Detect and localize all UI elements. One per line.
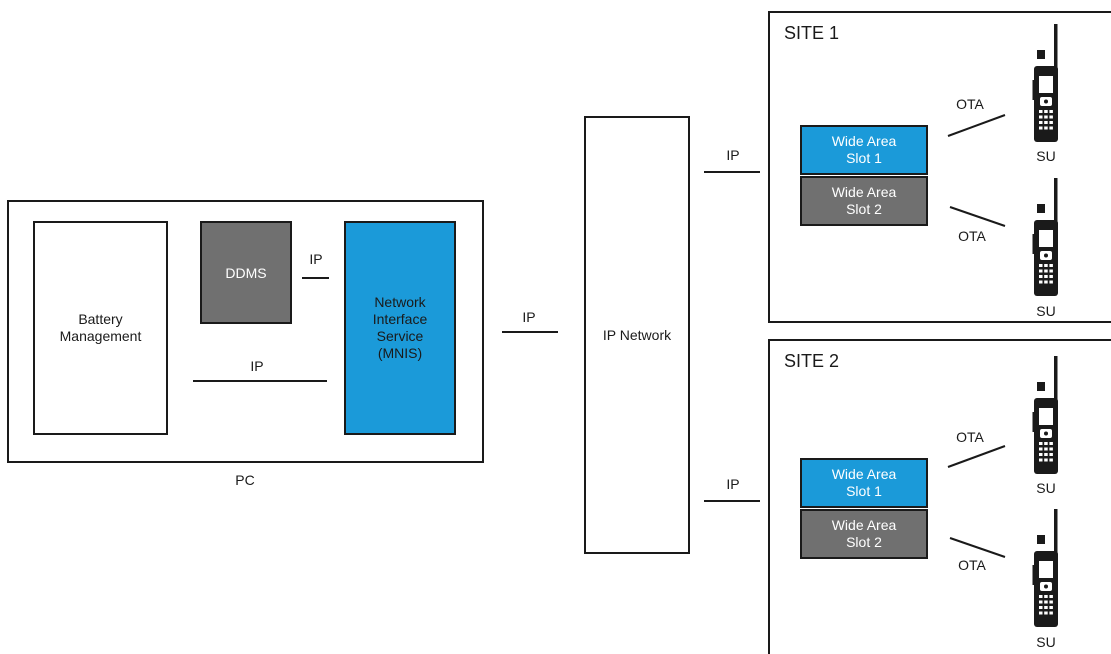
- site1-su-bottom-label: SU: [1036, 303, 1056, 319]
- ddms-box: DDMS: [200, 221, 292, 324]
- ip-ddms-mnis-line: [302, 277, 329, 279]
- pc-label: PC: [235, 472, 255, 488]
- site1-title: SITE 1: [784, 23, 840, 43]
- ip-battery-mnis-line: [193, 380, 327, 382]
- mnis-label-line1: Network: [374, 294, 426, 310]
- ip-pc-network-line: [502, 331, 558, 333]
- site1-slot1-line1: Wide Area: [831, 133, 897, 149]
- site1-slot2: Wide Area Slot 2: [800, 176, 928, 226]
- site1-ota-top-line: [947, 114, 1006, 137]
- ip-network-site2-label: IP: [726, 476, 740, 492]
- ip-battery-mnis-label: IP: [250, 358, 264, 374]
- site2-title: SITE 2: [784, 351, 840, 371]
- site1-ota-bottom-label: OTA: [958, 228, 986, 244]
- battery-label-line2: Management: [59, 328, 142, 344]
- site2-su-top-label: SU: [1036, 480, 1056, 496]
- site2-slot1-line1: Wide Area: [831, 466, 897, 482]
- site1-ota-bottom-line: [949, 206, 1006, 227]
- site1-su-top-label: SU: [1036, 148, 1056, 164]
- site2-container: SITE 2: [768, 339, 1111, 654]
- site1-slot1-line2: Slot 1: [846, 150, 882, 166]
- ddms-label: DDMS: [225, 265, 267, 281]
- site1-slot1: Wide Area Slot 1: [800, 125, 928, 175]
- site2-ota-bottom-label: OTA: [958, 557, 986, 573]
- mnis-label-line4: (MNIS): [377, 345, 423, 361]
- ip-network-label: IP Network: [602, 326, 672, 343]
- site1-slot2-line2: Slot 2: [846, 201, 882, 217]
- battery-management-box: Battery Management: [33, 221, 168, 435]
- site1-su-bottom-radio-icon: [1032, 178, 1058, 296]
- mnis-box: Network Interface Service (MNIS): [344, 221, 456, 435]
- ip-network-box: IP Network: [584, 116, 690, 554]
- ip-network-site1-label: IP: [726, 147, 740, 163]
- pc-container: [7, 200, 484, 463]
- site1-slot2-line1: Wide Area: [831, 184, 897, 200]
- site2-slot2-line2: Slot 2: [846, 534, 882, 550]
- site2-ota-bottom-line: [949, 537, 1006, 558]
- mnis-label-line3: Service: [376, 328, 424, 344]
- site2-slot1: Wide Area Slot 1: [800, 458, 928, 508]
- ip-network-site1-line: [704, 171, 760, 173]
- site2-ota-top-label: OTA: [956, 429, 984, 445]
- site1-ota-top-label: OTA: [956, 96, 984, 112]
- site2-slot2: Wide Area Slot 2: [800, 509, 928, 559]
- site2-su-bottom-label: SU: [1036, 634, 1056, 650]
- ip-pc-network-label: IP: [522, 309, 536, 325]
- site1-container: SITE 1: [768, 11, 1111, 323]
- site2-su-bottom-radio-icon: [1032, 509, 1058, 627]
- site1-su-top-radio-icon: [1032, 24, 1058, 142]
- site2-ota-top-line: [947, 445, 1006, 468]
- site2-slot2-line1: Wide Area: [831, 517, 897, 533]
- site2-slot1-line2: Slot 1: [846, 483, 882, 499]
- site2-su-top-radio-icon: [1032, 356, 1058, 474]
- battery-label-line1: Battery: [78, 311, 123, 327]
- mnis-label-line2: Interface: [372, 311, 428, 327]
- ip-network-site2-line: [704, 500, 760, 502]
- ip-ddms-mnis-label: IP: [309, 251, 323, 267]
